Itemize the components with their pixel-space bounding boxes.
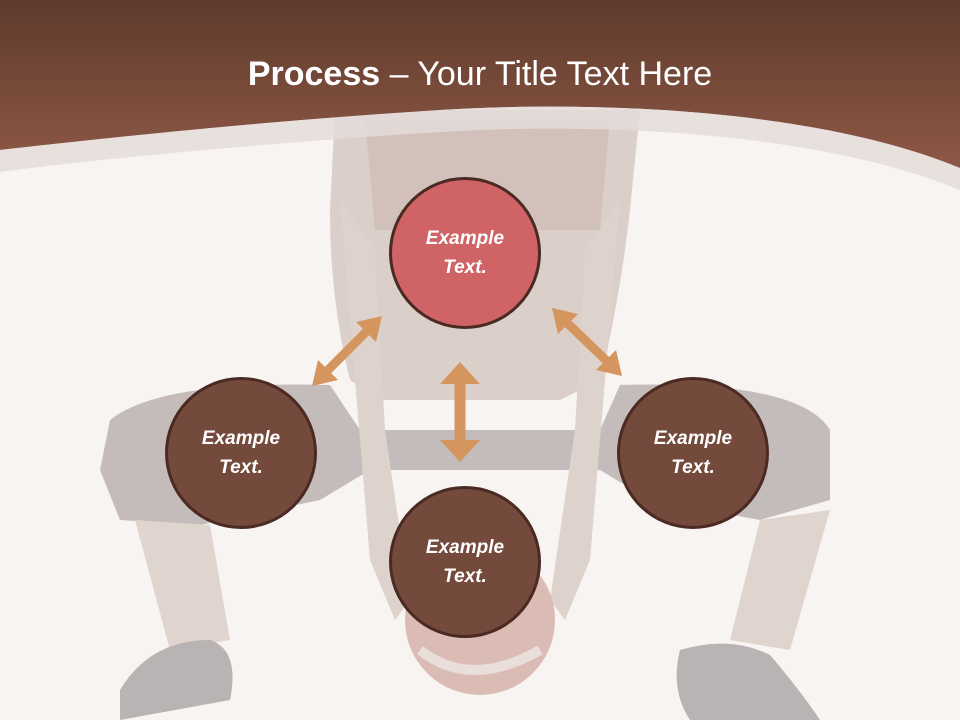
node-text-line1: Example	[425, 228, 505, 249]
node-text-line2: Text.	[443, 257, 487, 278]
node-text-line1: Example	[425, 537, 505, 558]
arrow-top-left	[312, 316, 382, 386]
process-node-bottom: Example Text.	[389, 486, 541, 638]
arrow-top-right	[552, 308, 622, 376]
arrow-vertical	[440, 362, 480, 462]
header-band	[0, 0, 960, 168]
node-text-line2: Text.	[671, 457, 715, 478]
process-node-left: Example Text.	[165, 377, 317, 529]
title-bold-part: Process	[247, 55, 381, 93]
slide-title: Process – Your Title Text Here	[0, 52, 960, 96]
node-text-line1: Example	[201, 428, 281, 449]
node-text-line2: Text.	[443, 566, 487, 587]
process-node-right: Example Text.	[617, 377, 769, 529]
header-swoosh	[0, 106, 960, 190]
title-rest-part: – Your Title Text Here	[380, 55, 713, 93]
node-text-line2: Text.	[219, 457, 263, 478]
node-text-line1: Example	[653, 428, 733, 449]
process-node-top: Example Text.	[389, 177, 541, 329]
